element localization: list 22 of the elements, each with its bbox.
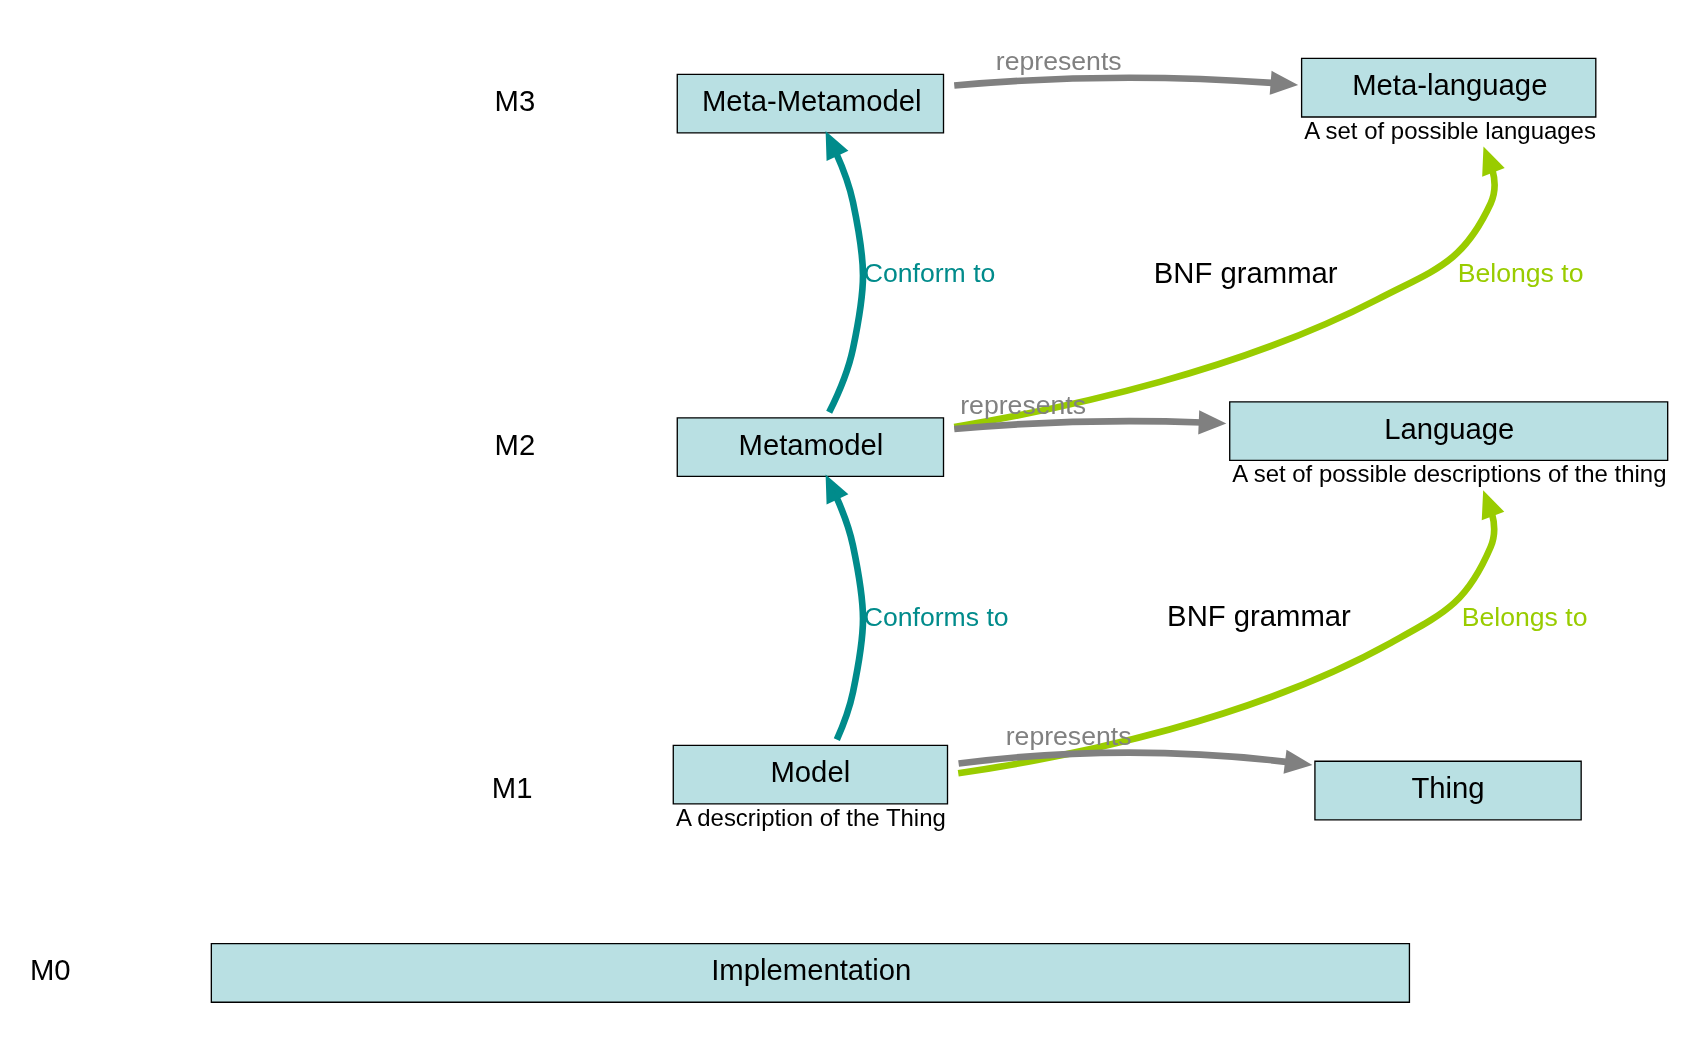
node-label: A set of possible languages bbox=[1303, 116, 1596, 144]
arrow bbox=[825, 473, 866, 741]
node-label: A description of the Thing bbox=[675, 803, 946, 831]
edge-label: Conforms to bbox=[863, 601, 1009, 631]
arrow bbox=[957, 489, 1504, 777]
arrow bbox=[953, 146, 1505, 430]
arrow bbox=[953, 70, 1298, 95]
label: BNF grammar bbox=[1166, 598, 1351, 632]
edge-label: Conform to bbox=[863, 257, 995, 288]
label: M3 bbox=[494, 83, 535, 117]
edge-label: Belongs to bbox=[1461, 601, 1587, 631]
edge-label: represents bbox=[1005, 720, 1131, 751]
label: M1 bbox=[491, 770, 533, 804]
arrow bbox=[953, 409, 1226, 434]
arrow bbox=[825, 130, 866, 414]
label: M2 bbox=[494, 427, 535, 461]
arrow bbox=[957, 748, 1312, 774]
label: BNF grammar bbox=[1153, 255, 1338, 289]
edge-label: Belongs to bbox=[1457, 257, 1583, 288]
label: M0 bbox=[29, 952, 71, 986]
edge-label: represents bbox=[995, 45, 1122, 76]
node-label: A set of possible descriptions of the thing bbox=[1231, 459, 1666, 487]
